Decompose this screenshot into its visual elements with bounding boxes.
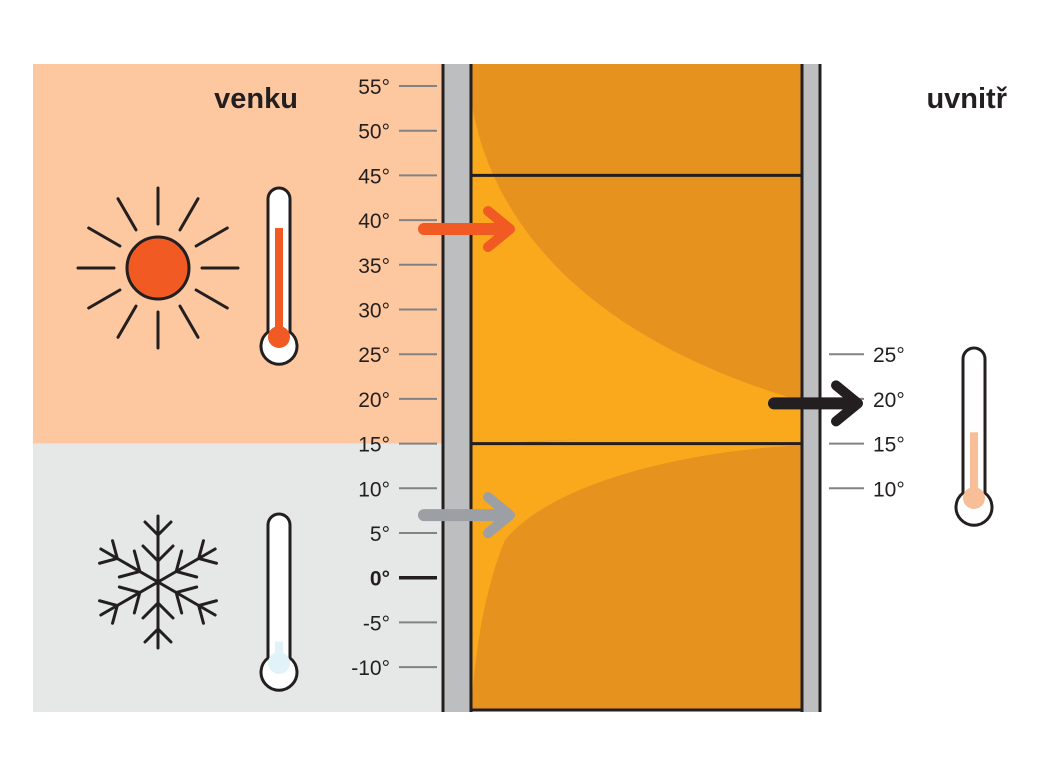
cold-gradient-region	[472, 431, 802, 700]
thermometer-icon	[954, 346, 994, 527]
scale-tick-label: 25°	[873, 344, 905, 367]
scale-tick-label: 55°	[358, 76, 390, 99]
scale-tick-label: 20°	[358, 389, 390, 412]
scale-tick-label: 15°	[873, 434, 905, 457]
sun-icon	[76, 186, 240, 350]
scale-tick-label: 10°	[358, 478, 390, 501]
scale-tick-label: 45°	[358, 165, 390, 188]
scale-tick-label: -5°	[363, 612, 390, 635]
thermometer-icon	[259, 512, 299, 692]
scale-tick-label: 35°	[358, 255, 390, 278]
snowflake-icon	[98, 514, 218, 650]
inside-label: uvnitř	[926, 83, 1007, 115]
scale-tick-label: 40°	[358, 210, 390, 233]
scale-tick-label: 30°	[358, 300, 390, 323]
cold-arrow-icon	[418, 492, 515, 539]
scale-tick-label: 25°	[358, 344, 390, 367]
inside-temperature-scale: 25° 20° 15° 10°	[829, 344, 905, 501]
scale-tick-label: 10°	[873, 478, 905, 501]
scale-tick-label: 20°	[873, 389, 905, 412]
outside-cold-zone	[33, 443, 443, 712]
scale-tick-label: 15°	[358, 434, 390, 457]
scale-tick-label: 0°	[370, 568, 390, 591]
wall-outer-layer	[444, 64, 470, 712]
wall-inner-layer	[803, 64, 819, 712]
inside-arrow-icon	[768, 380, 863, 427]
outside-temperature-scale: 55° 50° 45° 40° 35° 30° 25° 20° 15° 10° 5° 0° -5° -10…	[351, 76, 437, 680]
scale-tick-label: 50°	[358, 121, 390, 144]
scale-tick-label: -10°	[351, 657, 390, 680]
warm-gradient-region	[472, 105, 802, 444]
scale-tick-label: 5°	[370, 523, 390, 546]
outside-hot-zone	[33, 64, 443, 444]
outside-label: venku	[214, 83, 298, 115]
thermometer-icon	[259, 186, 299, 366]
heat-arrow-icon	[418, 206, 515, 253]
wall	[441, 64, 822, 712]
